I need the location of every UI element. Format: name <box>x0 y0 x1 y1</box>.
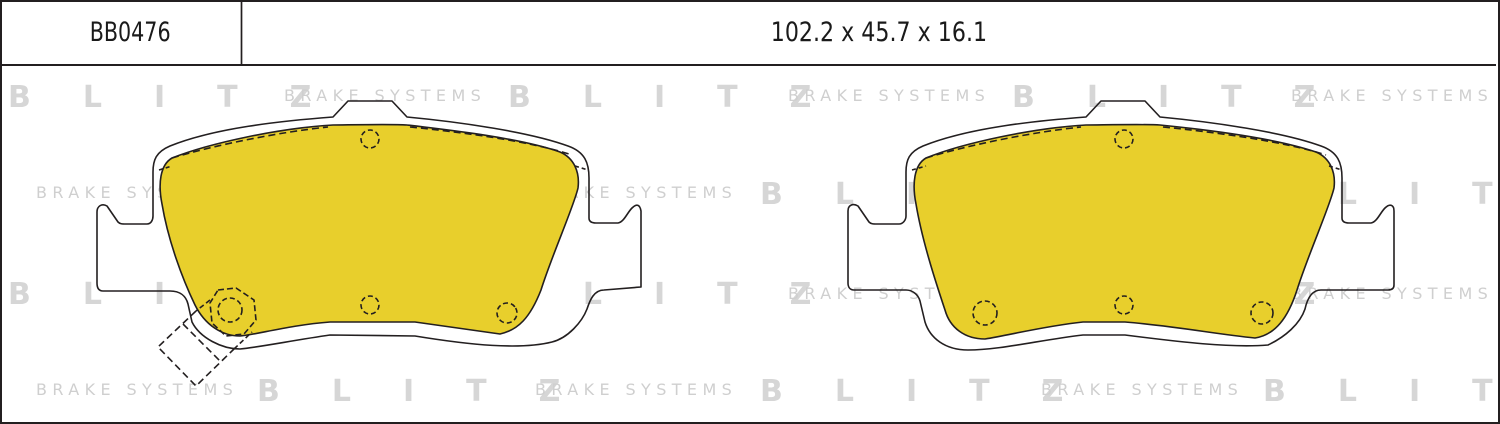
watermark-brand: BLITZ <box>1263 374 1500 409</box>
dimensions: 102.2 x 45.7 x 16.1 <box>770 16 988 48</box>
part-number: BB0476 <box>89 16 171 48</box>
watermark-brand: BLITZ <box>257 374 613 409</box>
right-pad-backing-plate <box>847 100 1395 351</box>
wear-sensor-outline <box>209 287 257 337</box>
dimensions-cell: 102.2 x 45.7 x 16.1 <box>262 0 1496 64</box>
watermark-tagline: BRAKE SYSTEMS <box>1291 284 1494 303</box>
watermark-tagline: BRAKE SYSTEMS <box>535 183 738 202</box>
left-pad-friction <box>159 123 580 337</box>
left-pad-backing-plate <box>96 100 642 350</box>
watermark-tagline: BRAKE SYSTEMS <box>1291 86 1494 105</box>
watermark-brand: BLITZ <box>508 80 864 115</box>
watermark-brand: BLITZ <box>8 80 364 115</box>
watermark-brand: BLITZ <box>508 277 864 312</box>
header-bar: BB0476 102.2 x 45.7 x 16.1 <box>0 0 1496 66</box>
watermark-brand: BLITZ <box>1012 80 1368 115</box>
wear-sensor-clip <box>157 310 235 387</box>
watermark-tagline: BRAKE SYSTEMS <box>788 86 991 105</box>
watermark-tagline: BRAKE SYSTEMS <box>535 380 738 399</box>
part-number-cell: BB0476 <box>20 0 243 64</box>
watermark-tagline: BRAKE SYSTEMS <box>36 380 239 399</box>
watermark-tagline: BRAKE SYSTEMS <box>1041 380 1244 399</box>
watermark-brand: BLITZ <box>760 374 1116 409</box>
right-pad-friction <box>913 123 1336 340</box>
watermark-tagline: BRAKE SYSTEMS <box>284 86 487 105</box>
watermark-tagline: BRAKE SYSTEMS <box>788 284 991 303</box>
